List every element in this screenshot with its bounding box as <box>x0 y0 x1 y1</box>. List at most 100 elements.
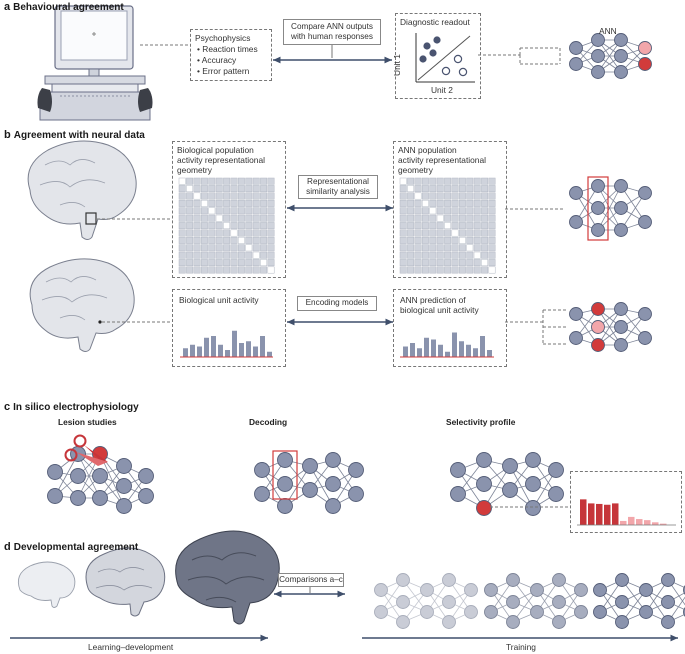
matrix-cell <box>267 244 275 252</box>
scatter-point <box>429 49 437 57</box>
matrix-cell <box>223 266 231 274</box>
matrix-cell <box>473 177 481 185</box>
network-edge <box>54 453 79 497</box>
matrix-cell <box>237 251 245 259</box>
matrix-cell <box>193 259 201 267</box>
matrix-cell <box>436 244 444 252</box>
matrix-cell <box>407 192 415 200</box>
matrix-cell <box>481 229 489 237</box>
network-node <box>615 595 629 609</box>
matrix-cell <box>230 192 238 200</box>
matrix-cell <box>237 199 245 207</box>
matrix-cell <box>260 192 268 200</box>
bar <box>183 348 188 357</box>
matrix-cell <box>458 199 466 207</box>
network-node <box>591 201 605 215</box>
matrix-cell <box>399 207 407 215</box>
bio-unit-title: Biological unit activity <box>179 295 259 305</box>
network-node <box>396 615 410 629</box>
matrix-cell <box>193 236 201 244</box>
diagnostic-xlabel: Unit 2 <box>431 85 453 95</box>
bar <box>246 341 251 357</box>
matrix-cell <box>237 214 245 222</box>
network-node <box>502 482 518 498</box>
network-node <box>47 488 63 504</box>
bar <box>417 348 422 357</box>
matrix-cell <box>458 185 466 193</box>
matrix-cell <box>237 259 245 267</box>
network-node <box>615 573 629 587</box>
diagnostic-plot <box>415 33 475 83</box>
matrix-cell <box>245 229 253 237</box>
rsa-label-line: Representational <box>307 177 369 186</box>
matrix-cell <box>444 185 452 193</box>
matrix-cell <box>444 266 452 274</box>
scatter-point <box>419 55 427 63</box>
bio-geometry-box: Biological population activity represent… <box>172 141 286 278</box>
network-node <box>484 583 498 597</box>
matrix-cell <box>407 214 415 222</box>
matrix-cell <box>451 259 459 267</box>
network-node <box>638 307 652 321</box>
matrix-cell <box>223 259 231 267</box>
ann-geometry-line: geometry <box>398 165 433 175</box>
rsa-label-line: similarity analysis <box>306 187 370 196</box>
network-node <box>569 57 583 71</box>
matrix-cell <box>230 222 238 230</box>
network-node <box>530 583 544 597</box>
network-node <box>476 452 492 468</box>
encoding-label: Encoding models <box>305 298 369 307</box>
matrix-cell <box>473 192 481 200</box>
matrix-cell <box>252 214 260 222</box>
matrix-cell <box>200 236 208 244</box>
matrix-cell <box>223 251 231 259</box>
network-node <box>639 605 653 619</box>
ann-geometry-line: ANN population <box>398 145 457 155</box>
matrix-cell <box>399 192 407 200</box>
matrix-cell <box>260 244 268 252</box>
matrix-cell <box>473 222 481 230</box>
matrix-cell <box>178 192 186 200</box>
learning-axis-label: Learning–development <box>88 642 174 652</box>
matrix-cell <box>488 251 496 259</box>
matrix-cell <box>429 214 437 222</box>
matrix-cell <box>178 244 186 252</box>
matrix-cell <box>488 259 496 267</box>
matrix-cell <box>444 214 452 222</box>
network-node <box>591 179 605 193</box>
matrix-cell <box>200 229 208 237</box>
matrix-cell <box>451 185 459 193</box>
matrix-cell <box>208 207 216 215</box>
matrix-cell <box>421 251 429 259</box>
bar <box>225 350 230 357</box>
matrix-cell <box>208 236 216 244</box>
diagnostic-ylabel: Unit 1 <box>391 54 402 76</box>
matrix-cell <box>223 192 231 200</box>
matrix-cell <box>230 266 238 274</box>
matrix-cell <box>407 244 415 252</box>
matrix-cell <box>473 259 481 267</box>
network-node <box>254 486 270 502</box>
bio-geometry-line: activity representational <box>177 155 265 165</box>
matrix-cell <box>215 259 223 267</box>
network-node <box>442 615 456 629</box>
ann-label: ANN <box>599 26 617 36</box>
bar <box>473 348 478 357</box>
matrix-cell <box>186 266 194 274</box>
matrix-cell <box>245 177 253 185</box>
network-node <box>325 452 341 468</box>
matrix-cell <box>230 199 238 207</box>
matrix-cell <box>481 214 489 222</box>
matrix-cell <box>178 259 186 267</box>
matrix-cell <box>186 177 194 185</box>
matrix-cell <box>260 266 268 274</box>
network-node <box>591 338 605 352</box>
network-node <box>614 179 628 193</box>
matrix-cell <box>252 259 260 267</box>
network-node <box>502 458 518 474</box>
matrix-cell <box>215 236 223 244</box>
network-node <box>450 486 466 502</box>
matrix-cell <box>245 244 253 252</box>
